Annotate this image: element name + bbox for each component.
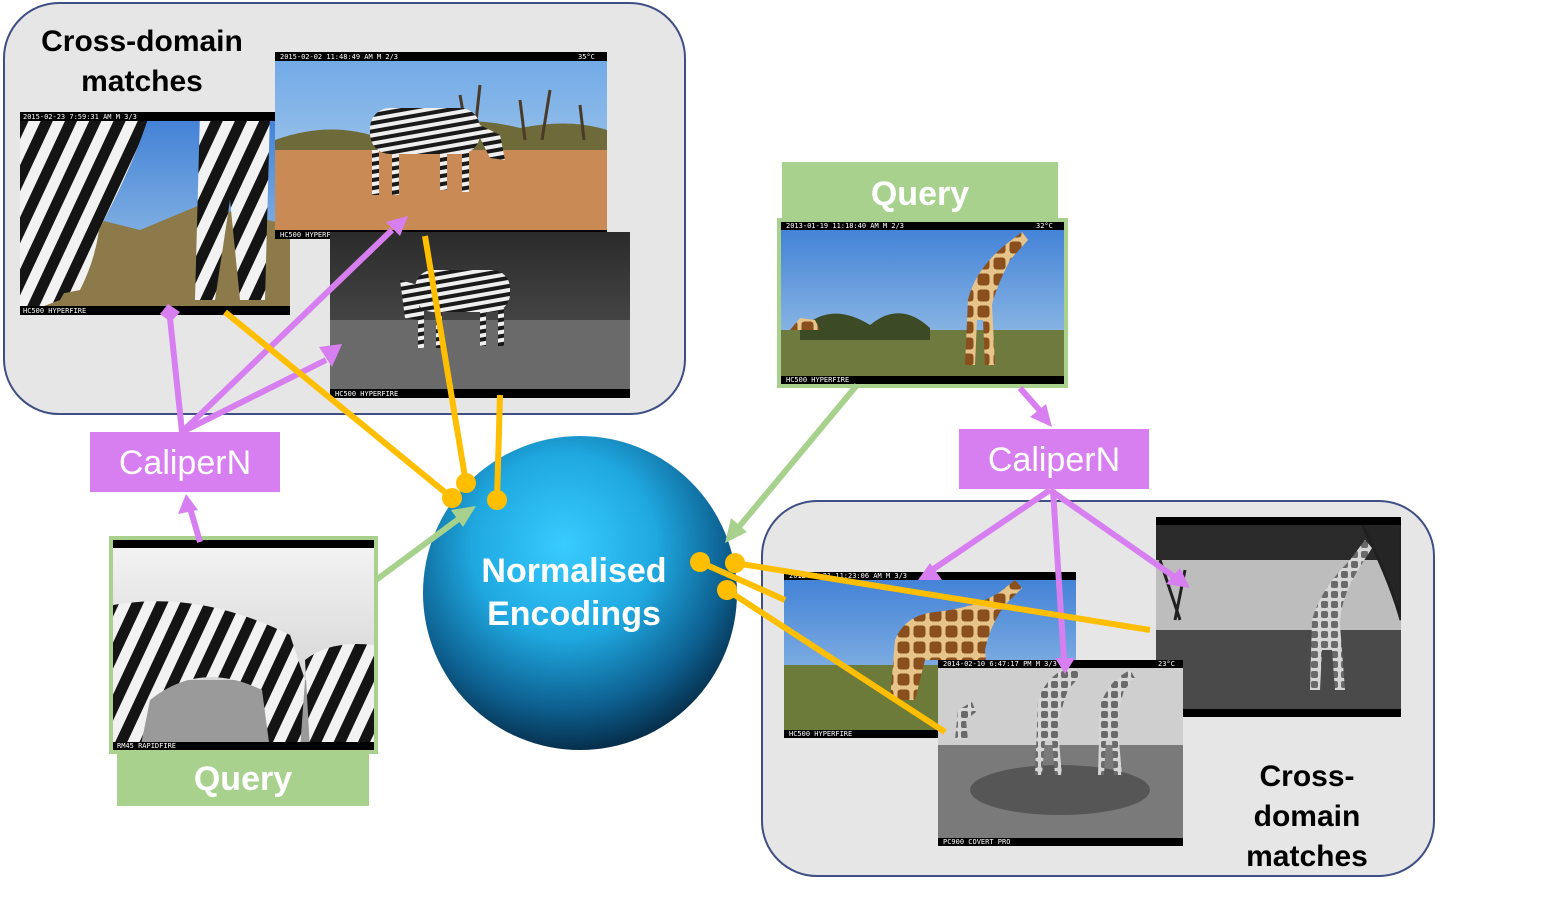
zebra-match-1-caption-top: 2015-02-23 7:59:31 AM M 3/3 bbox=[23, 113, 137, 121]
caliper-to-giraffe-match-3-head bbox=[1055, 658, 1075, 674]
caliper-to-zebra-match-1-head bbox=[160, 304, 180, 322]
zebra-match-2-encoding-dot bbox=[456, 473, 476, 493]
zebra-query-to-caliper-arrowhead bbox=[178, 494, 198, 514]
zebra-query-caption-bottom: RM45 RAPIDFIRE bbox=[117, 742, 176, 750]
zebra-query-label-box bbox=[117, 752, 369, 806]
giraffe-query-to-caliper-arrowhead bbox=[1030, 404, 1052, 427]
caliper-right-label: CaliperN bbox=[988, 441, 1120, 479]
giraffe-match-1-encoding-line bbox=[734, 560, 1151, 633]
sphere-label-line2: Encodings bbox=[487, 595, 661, 633]
caliper-right-arrows bbox=[918, 386, 1190, 674]
giraffe-match-1-caption-bottom: HC500 HYPERFIRE bbox=[789, 730, 852, 738]
zebra-match-3-caption-bottom: HC500 HYPERFIRE bbox=[335, 390, 398, 398]
giraffe-match-1-caption-top: 2012-01-21 11:23:06 AM M 3/3 bbox=[789, 572, 907, 580]
caliper-to-giraffe-match-1 bbox=[930, 487, 1052, 573]
giraffe-query-label: Query bbox=[871, 175, 969, 213]
zebra-query-arrowhead bbox=[451, 506, 476, 527]
zebra-query-label: Query bbox=[194, 760, 292, 798]
giraffe-match-3-encoding-dot bbox=[717, 580, 737, 600]
caliper-left-box bbox=[90, 432, 280, 492]
zebra-match-3-encoding-dot bbox=[487, 490, 507, 510]
giraffe-query-caption-top: 2013-01-19 11:18:40 AM M 2/3 bbox=[786, 222, 904, 230]
giraffe-query-caption-temp: 32°C bbox=[1036, 222, 1053, 230]
zebra-match-2-encoding-line bbox=[422, 235, 469, 484]
normalised-encodings-sphere bbox=[423, 436, 737, 750]
giraffe-query-to-sphere-arrow bbox=[735, 383, 860, 530]
zebra-match-photo-2 bbox=[275, 52, 607, 239]
caliper-to-giraffe-match-2 bbox=[1048, 487, 1178, 581]
zebra-query-photo bbox=[113, 540, 374, 750]
left-matches-label: Cross-domain bbox=[41, 25, 243, 58]
giraffe-query-arrowhead bbox=[725, 518, 747, 543]
giraffe-match-1-encoding-dot bbox=[725, 553, 745, 573]
caliper-to-zebra-match-1 bbox=[167, 317, 185, 433]
left-matches-label-line2: matches bbox=[81, 65, 203, 98]
right-matches-label-line3: matches bbox=[1246, 840, 1368, 873]
zebra-match-1-encoding-line bbox=[223, 309, 454, 501]
zebra-match-photo-3 bbox=[330, 232, 630, 398]
caliper-to-giraffe-match-1-head bbox=[918, 563, 942, 580]
giraffe-match-photo-2 bbox=[1156, 517, 1401, 717]
encoding-connectors-left bbox=[223, 235, 507, 510]
zebra-match-3-encoding-line bbox=[494, 394, 503, 501]
caliper-to-zebra-match-2-head bbox=[386, 216, 408, 236]
giraffe-query-to-caliper-arrow bbox=[1017, 386, 1045, 415]
caliper-to-giraffe-match-3 bbox=[1050, 489, 1067, 661]
sphere-label-line1: Normalised bbox=[481, 552, 666, 590]
zebra-match-2-caption-bottom: HC500 HYPERFIRE bbox=[280, 231, 343, 239]
caliper-to-zebra-match-3-head bbox=[319, 344, 342, 367]
encoding-connectors-right bbox=[690, 552, 1151, 735]
zebra-match-2-caption-temp: 35°C bbox=[578, 53, 595, 61]
zebra-match-2-caption-top: 2015-02-02 11:48:49 AM M 2/3 bbox=[280, 53, 398, 61]
zebra-match-1-encoding-dot bbox=[442, 488, 462, 508]
giraffe-match-3-caption-temp: 23°C bbox=[1158, 660, 1175, 668]
caliper-to-giraffe-match-2-head bbox=[1166, 568, 1190, 588]
caliper-left-label: CaliperN bbox=[119, 444, 251, 482]
giraffe-query-photo bbox=[781, 222, 1064, 384]
giraffe-match-2-encoding-line bbox=[698, 559, 787, 603]
zebra-query-to-caliper-arrow bbox=[187, 507, 203, 543]
giraffe-match-3-caption-top: 2014-02-10 6:47:17 PM M 3/3 bbox=[943, 660, 1057, 668]
giraffe-query-frame bbox=[777, 218, 1068, 388]
caliper-to-zebra-match-2 bbox=[179, 227, 395, 435]
zebra-query-to-sphere-arrow bbox=[374, 515, 462, 583]
giraffe-match-photo-3 bbox=[938, 660, 1183, 846]
right-matches-label: Cross- bbox=[1259, 760, 1354, 793]
caliper-right-box bbox=[959, 429, 1149, 489]
giraffe-match-3-caption-bottom: PC900 COVERT PRO bbox=[943, 838, 1010, 846]
giraffe-query-caption-bottom: HC500 HYPERFIRE bbox=[786, 376, 849, 384]
query-to-sphere-arrows bbox=[374, 383, 860, 583]
giraffe-match-3-encoding-line bbox=[725, 587, 947, 735]
giraffe-query-label-box bbox=[782, 162, 1058, 224]
zebra-match-photo-1 bbox=[20, 112, 290, 315]
zebra-match-1-caption-bottom: HC500 HYPERFIRE bbox=[23, 307, 86, 315]
right-matches-label-line2: domain bbox=[1254, 800, 1361, 833]
giraffe-match-2-encoding-dot bbox=[690, 552, 710, 572]
